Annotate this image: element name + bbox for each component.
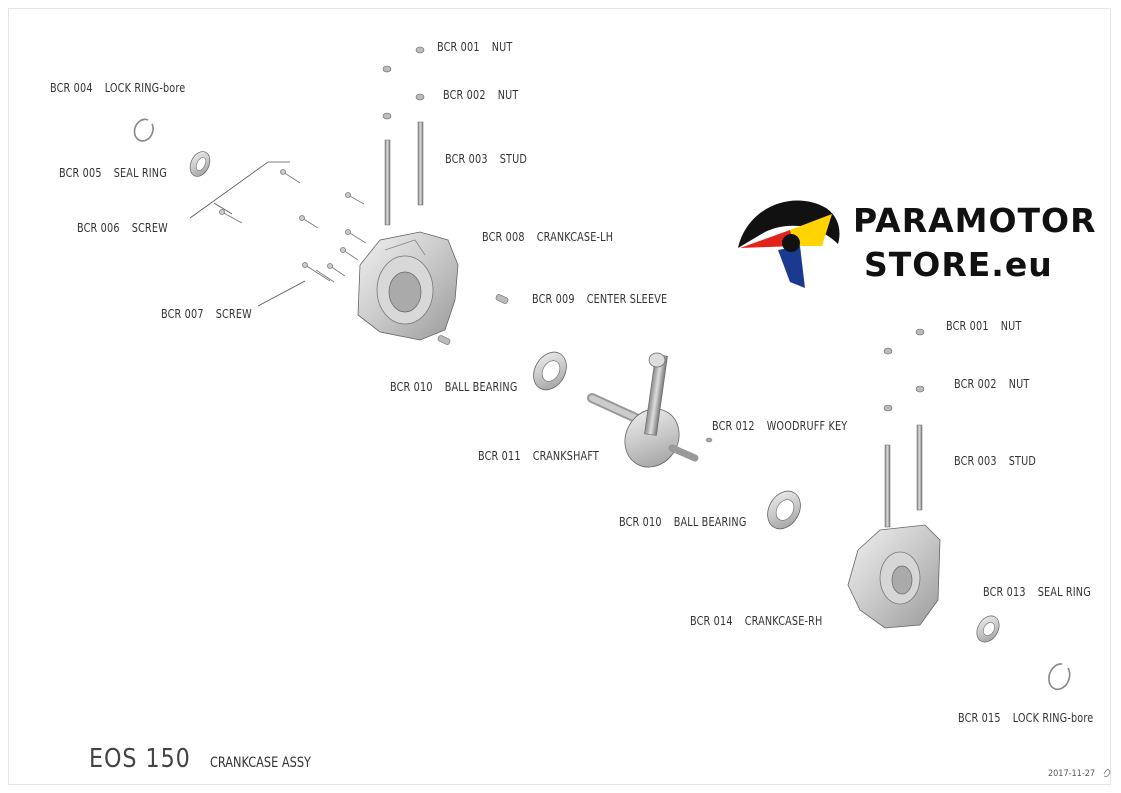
seal-ring-part (189, 151, 211, 177)
drawing-frame (8, 8, 1111, 785)
leader-lines (189, 161, 306, 307)
drawing-date: 2017-11-27 (1048, 769, 1096, 779)
woodruff-key-part (705, 437, 713, 443)
logo-text-line2: STORE.eu (864, 245, 1053, 284)
assembly-name: CRANKCASE ASSY (210, 755, 312, 771)
drawing-title: EOS 150 CRANKCASE ASSY (89, 744, 322, 774)
signature-mark (1103, 769, 1111, 777)
center-sleeve-part (495, 294, 509, 304)
nut-part (883, 328, 925, 412)
nut-part (382, 46, 425, 120)
crankshaft-part (587, 352, 699, 468)
dowel-part (437, 335, 451, 345)
screw-parts (219, 169, 367, 283)
stud-part (384, 121, 424, 226)
ball-bearing-part (767, 490, 801, 530)
stud-part (884, 424, 923, 528)
lock-ring-part (133, 118, 154, 142)
model-name: EOS 150 (89, 744, 191, 774)
paramotor-logo-icon (738, 200, 840, 288)
logo-text-line1: PARAMOTOR (853, 201, 1097, 240)
lock-ring-part (1048, 663, 1071, 691)
seal-ring-part (976, 615, 1000, 643)
crankcase-rh-part (847, 524, 941, 629)
ball-bearing-part (533, 351, 567, 391)
crankcase-lh-part (357, 231, 459, 341)
